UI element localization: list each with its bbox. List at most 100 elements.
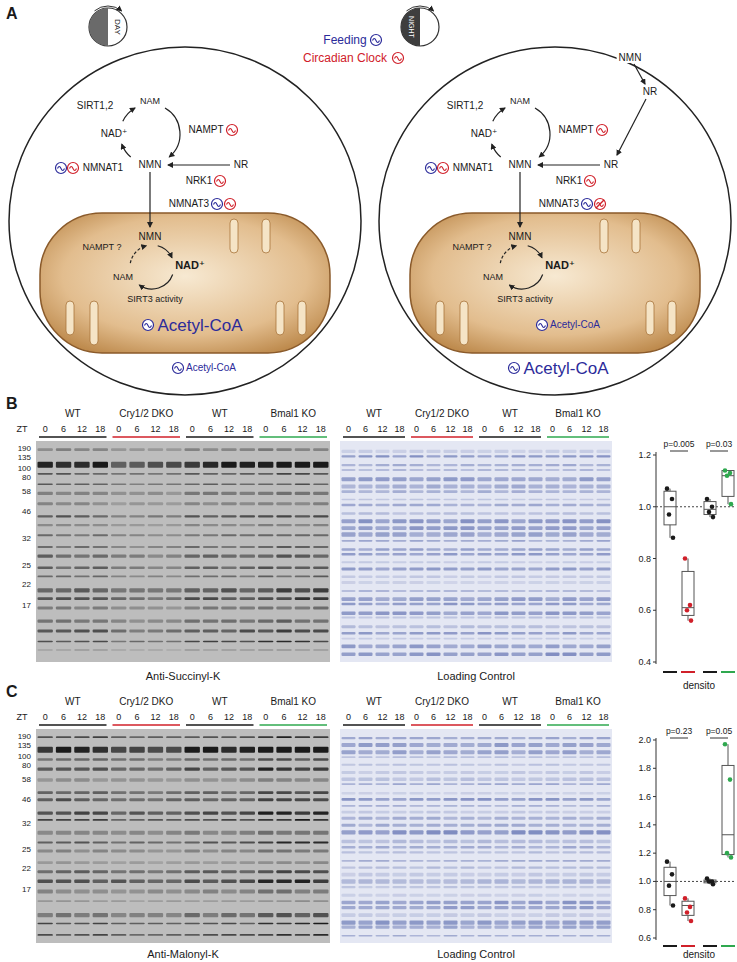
graphic-element [563, 824, 577, 827]
graphic-element [342, 792, 356, 795]
graphic-element [597, 625, 611, 628]
graphic-element [221, 588, 236, 592]
graphic-element [495, 484, 509, 488]
graphic-element [240, 811, 255, 814]
graphic-element [221, 534, 236, 536]
graphic-element [359, 756, 373, 758]
graphic-element [393, 830, 407, 834]
graphic-element [359, 866, 373, 868]
tick-label: 0.8 [638, 554, 651, 563]
graphic-element [129, 842, 144, 844]
graphic-element [185, 842, 200, 844]
graphic-element [166, 597, 181, 600]
graphic-element [185, 620, 200, 623]
graphic-element [376, 477, 390, 481]
graphic-element [166, 473, 181, 475]
graphic-element [512, 756, 526, 758]
graphic-element [359, 450, 373, 453]
graphic-element [563, 581, 577, 584]
graphic-element [342, 851, 356, 853]
mw-marker: 100 [18, 465, 31, 473]
graphic-element [185, 502, 200, 505]
cell-outline: SIRT1,2NAMNAMPTNAD⁺NMNAT1NMNNRNRK1NMNAT3… [376, 44, 734, 398]
group-underline [547, 724, 609, 726]
genotype-label: WT [366, 697, 382, 707]
graphic-element [185, 819, 200, 821]
graphic-element [276, 778, 291, 781]
graphic-element [495, 743, 509, 747]
graphic-element [342, 935, 356, 937]
graphic-element [410, 873, 424, 877]
graphic-element [597, 590, 611, 592]
mw-marker: 22 [22, 581, 31, 589]
timepoint-label: 12 [224, 425, 234, 434]
graphic-element [495, 567, 509, 570]
graphic-element [427, 894, 441, 897]
graphic-element [393, 477, 407, 481]
graphic-element [529, 603, 543, 606]
graphic-element [427, 632, 441, 634]
graphic-element [258, 758, 273, 760]
graphic-element [93, 641, 108, 643]
graphic-element [240, 767, 255, 770]
graphic-element [240, 798, 255, 801]
graphic-element [376, 886, 390, 888]
graphic-element [276, 492, 291, 495]
rhythm-icon [212, 199, 223, 210]
graphic-element [166, 736, 181, 738]
graphic-element [342, 653, 356, 656]
graphic-element [203, 934, 218, 936]
graphic-element [359, 764, 373, 766]
timepoint-label: 6 [431, 425, 436, 434]
graphic-element [444, 906, 458, 909]
graphic-element [313, 767, 328, 770]
graphic-element [427, 581, 441, 584]
graphic-element [175, 367, 182, 371]
graphic-element [580, 526, 594, 530]
graphic-element [537, 320, 548, 331]
graphic-element [393, 464, 407, 466]
graphic-element [512, 576, 526, 579]
genotype-label: WT [502, 409, 518, 419]
graphic-element [56, 880, 71, 883]
graphic-element [495, 873, 509, 877]
graphic-element [444, 625, 458, 628]
graphic-element [38, 630, 53, 633]
graphic-element [393, 920, 407, 924]
graphic-element [478, 811, 492, 814]
graphic-element [461, 805, 475, 807]
genotype-label: Cry1/2 DKO [415, 409, 469, 419]
graphic-element [512, 581, 526, 584]
graphic-element [393, 532, 407, 536]
timepoint-label: 0 [43, 425, 48, 434]
graphic-element [166, 791, 181, 794]
graphic-element [56, 620, 71, 623]
graphic-element [93, 767, 108, 770]
graphic-element [529, 567, 543, 570]
graphic-element [512, 548, 526, 550]
graphic-element [478, 901, 492, 905]
graphic-element [74, 606, 89, 609]
graphic-element [203, 842, 218, 844]
graphic-element [93, 473, 108, 475]
data-point [671, 536, 676, 541]
graphic-element [444, 540, 458, 542]
graphic-element [444, 926, 458, 929]
graphic-element [512, 553, 526, 556]
box [704, 502, 716, 515]
graphic-element [478, 490, 492, 493]
graphic-element [111, 515, 126, 517]
graphic-element [166, 649, 181, 651]
graphic-element [376, 590, 390, 592]
graphic-element [376, 811, 390, 814]
timepoint-label: 0 [116, 713, 121, 722]
graphic-element [597, 504, 611, 507]
graphic-element [427, 490, 441, 493]
graphic-element [563, 553, 577, 556]
rhythm-icon [227, 125, 238, 136]
group-underline [547, 436, 609, 438]
graphic-element [512, 484, 526, 488]
graphic-element [461, 817, 475, 820]
timepoint-label: 12 [513, 425, 523, 434]
graphic-element [529, 469, 543, 471]
